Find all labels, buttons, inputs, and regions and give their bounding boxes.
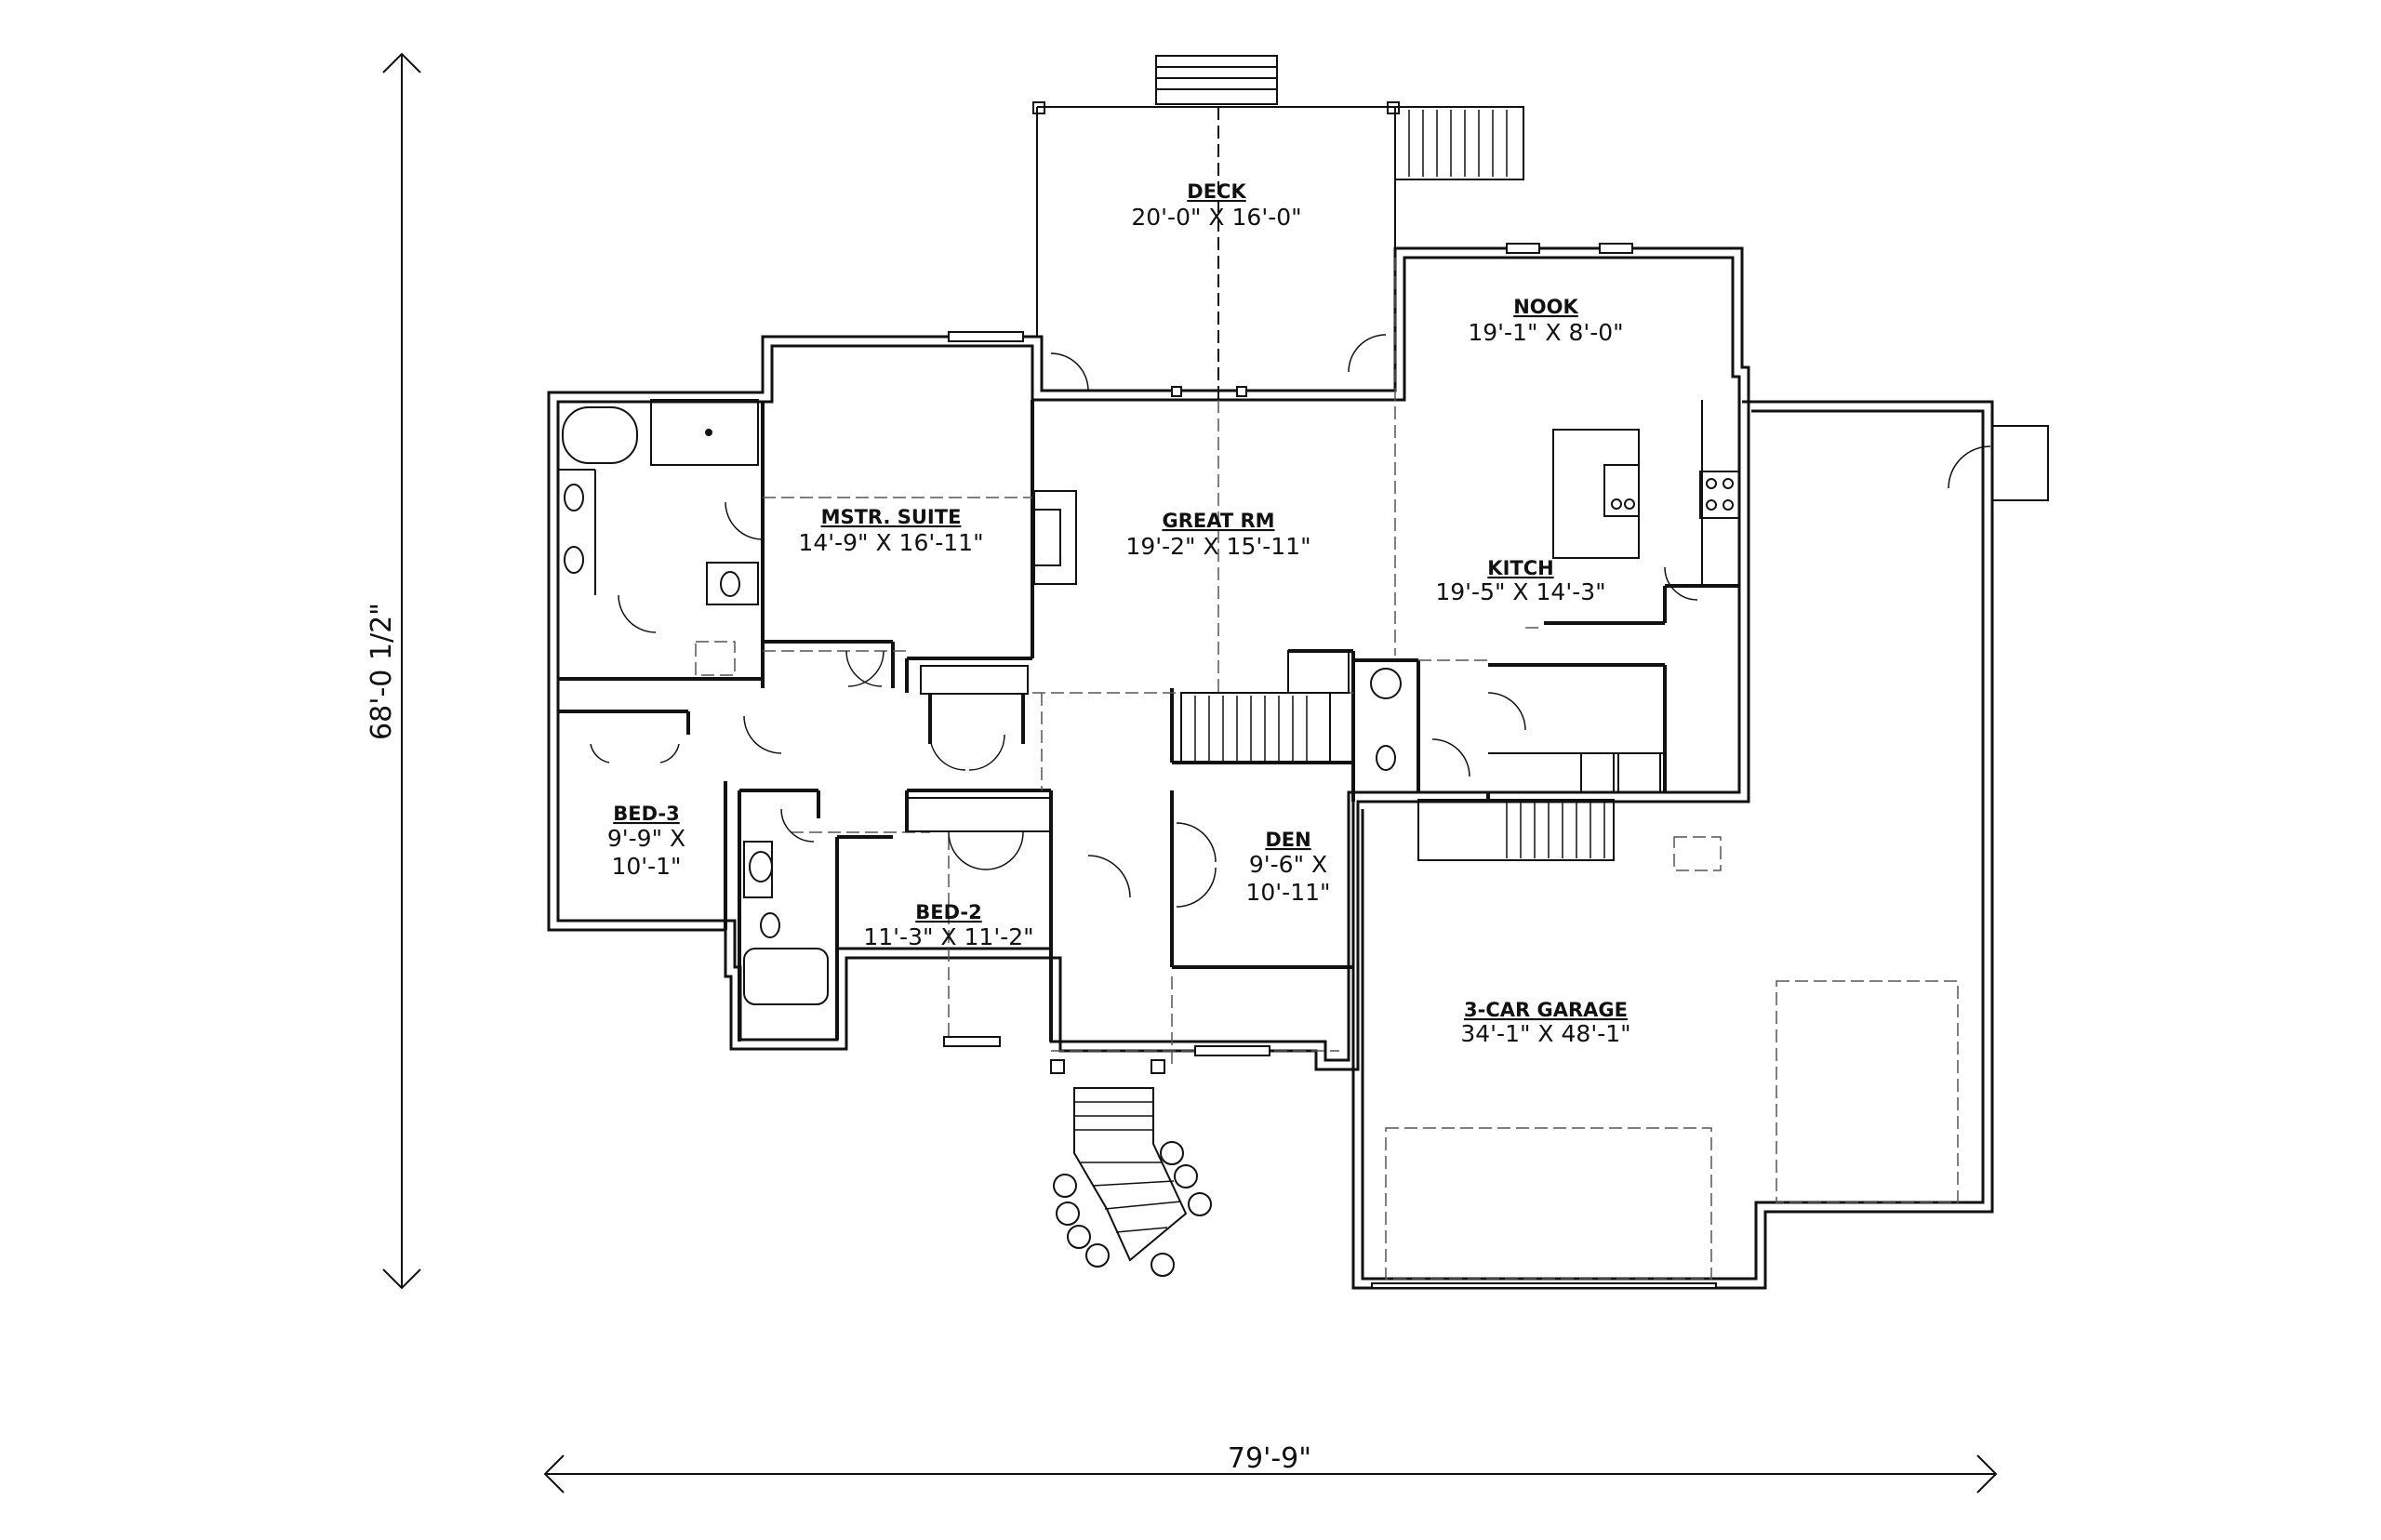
room-den: DEN 9'-6" X 10'-11" xyxy=(1245,829,1330,906)
stairs xyxy=(1050,650,1615,1277)
room-name-den: DEN xyxy=(1265,829,1310,851)
room-mstr-suite: MSTR. SUITE 14'-9" X 16'-11" xyxy=(798,506,983,556)
room-dim-kitch: 19'-5" X 14'-3" xyxy=(1435,578,1605,605)
dimension-line-vertical xyxy=(382,52,421,1290)
room-dim-great-rm: 19'-2" X 15'-11" xyxy=(1125,533,1310,560)
room-dim-den-line1: 9'-6" X xyxy=(1249,851,1327,878)
room-name-3-car-garage: 3-CAR GARAGE xyxy=(1464,999,1628,1021)
windows xyxy=(943,243,1717,1289)
room-bed-2: BED-2 11'-3" X 11'-2" xyxy=(863,901,1033,950)
fixtures xyxy=(558,399,1740,1005)
room-dim-bed-2: 11'-3" X 11'-2" xyxy=(863,923,1033,950)
room-name-deck: DECK xyxy=(1187,180,1246,203)
room-name-great-rm: GREAT RM xyxy=(1162,510,1274,532)
room-dim-bed-3-line1: 9'-9" X xyxy=(607,825,685,852)
room-name-kitch: KITCH xyxy=(1487,557,1553,579)
dimension-line-horizontal xyxy=(543,1454,1998,1494)
room-dim-nook: 19'-1" X 8'-0" xyxy=(1468,319,1623,346)
room-name-bed-3: BED-3 xyxy=(613,803,680,825)
room-3-car-garage: 3-CAR GARAGE 34'-1" X 48'-1" xyxy=(1460,999,1630,1047)
room-dim-den-line2: 10'-11" xyxy=(1245,879,1330,906)
room-name-bed-2: BED-2 xyxy=(915,901,982,923)
room-name-nook: NOOK xyxy=(1513,296,1578,318)
overall-depth-label: 68'-0 1/2" xyxy=(366,603,398,740)
room-name-mstr-suite: MSTR. SUITE xyxy=(821,506,962,528)
room-great-rm: GREAT RM 19'-2" X 15'-11" xyxy=(1125,510,1310,560)
deck xyxy=(1032,55,1524,400)
room-nook: NOOK 19'-1" X 8'-0" xyxy=(1468,296,1623,346)
doors xyxy=(590,334,1991,908)
room-bed-3: BED-3 9'-9" X 10'-1" xyxy=(607,803,685,880)
room-kitch: KITCH 19'-5" X 14'-3" xyxy=(1435,557,1605,605)
room-deck: DECK 20'-0" X 16'-0" xyxy=(1131,180,1301,231)
room-dim-3-car-garage: 34'-1" X 48'-1" xyxy=(1460,1020,1630,1047)
room-dim-bed-3-line2: 10'-1" xyxy=(611,853,681,880)
overall-width-label: 79'-9" xyxy=(1228,1442,1311,1475)
exterior-walls xyxy=(547,246,1994,1290)
room-dim-mstr-suite: 14'-9" X 16'-11" xyxy=(798,529,983,556)
room-dim-deck: 20'-0" X 16'-0" xyxy=(1131,204,1301,231)
garage-side-landing xyxy=(1991,425,2049,501)
